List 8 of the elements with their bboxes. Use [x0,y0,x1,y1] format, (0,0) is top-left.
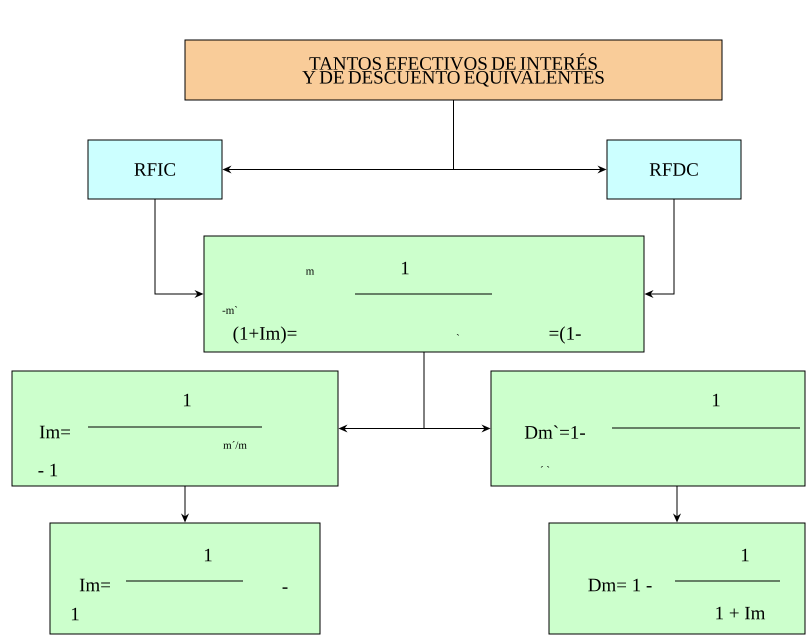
process-box: RFDC [606,140,742,200]
formula-box: 1 Dm`=1- ´ ` [490,370,806,486]
formula-box: 1 Dm= 1 - 1 + Im [548,522,806,634]
formula-box: 1 Im= - 1 [50,522,320,634]
title-box: TANTOS EFECTIVOS DE INTERÉS Y DE DESCUENTO EQUIVALENTES [184,40,722,100]
process-box: RFIC [88,140,222,200]
formula-box: 1 Im= m´/m - 1 [12,370,338,486]
formula-box: m 1 -m` (1+Im)= ` =(1- [204,236,644,352]
